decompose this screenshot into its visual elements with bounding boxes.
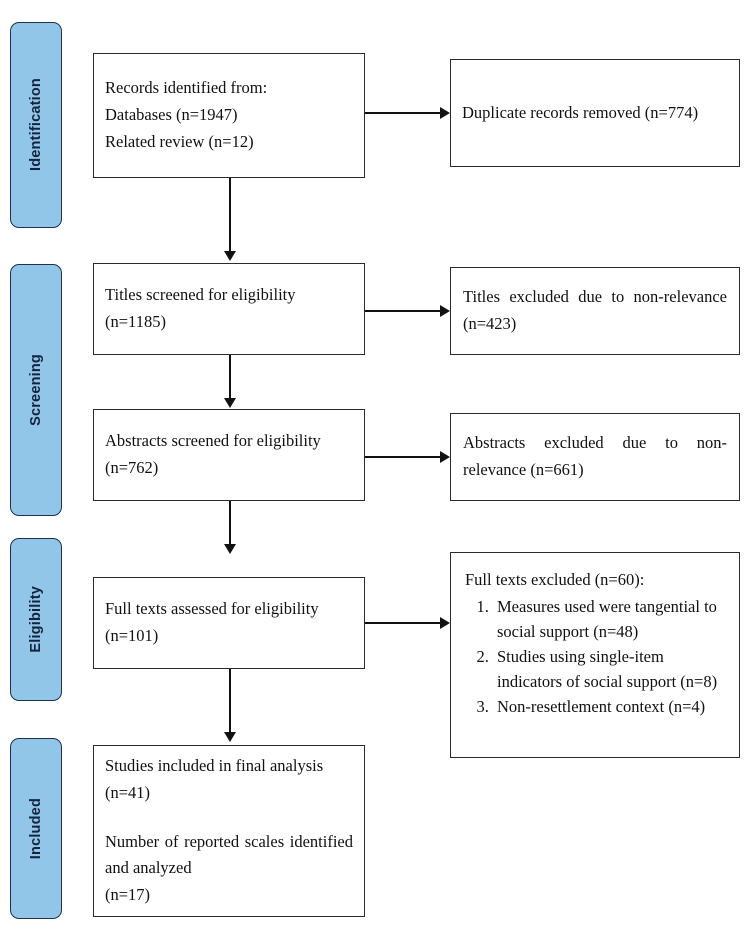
fulltexts-excluded-reason-3: Non-resettlement context (n=4) xyxy=(493,694,727,719)
box-abstracts-screened: Abstracts screened for eligibility (n=76… xyxy=(93,409,365,501)
box-fulltexts-excluded: Full texts excluded (n=60): Measures use… xyxy=(450,552,740,758)
abstracts-screened-line-2: (n=762) xyxy=(105,458,159,477)
box-studies-included: Studies included in final analysis (n=41… xyxy=(93,745,365,917)
studies-included-line-3: Number of reported scales identified and… xyxy=(105,831,353,878)
arrowhead-fulltexts-to-included xyxy=(223,732,236,742)
box-records-identified: Records identified from: Databases (n=19… xyxy=(93,53,365,178)
duplicates-removed-line-1: Duplicate records removed (n=774) xyxy=(462,102,699,122)
box-duplicates-removed: Duplicate records removed (n=774) xyxy=(450,59,740,167)
fulltexts-excluded-reason-2: Studies using single-item indicators of … xyxy=(493,644,727,694)
phase-tab-eligibility: Eligibility xyxy=(10,538,62,701)
titles-screened-line-2: (n=1185) xyxy=(105,312,166,331)
box-fulltexts-assessed: Full texts assessed for eligibility (n=1… xyxy=(93,577,365,669)
arrowhead-fulltexts-to-excluded xyxy=(440,617,450,629)
connector-records-to-duplicates xyxy=(365,112,440,114)
phase-label-eligibility: Eligibility xyxy=(28,586,44,653)
titles-excluded-text: Titles excluded due to non-relevance (n=… xyxy=(463,287,727,333)
arrowhead-titles-to-excluded xyxy=(440,305,450,317)
arrowhead-abstracts-to-excluded xyxy=(440,451,450,463)
studies-included-spacer xyxy=(94,807,364,829)
records-identified-line-2: Databases (n=1947) xyxy=(105,105,238,125)
connector-records-to-titles xyxy=(229,178,231,252)
connector-titles-to-abstracts xyxy=(229,355,231,399)
fulltexts-excluded-heading: Full texts excluded (n=60): xyxy=(465,570,645,589)
connector-fulltexts-to-excluded xyxy=(365,622,440,624)
titles-screened-line-1: Titles screened for eligibility xyxy=(105,285,296,305)
fulltexts-excluded-reason-1: Measures used were tangential to social … xyxy=(493,594,727,644)
phase-tab-included: Included xyxy=(10,738,62,919)
connector-fulltexts-to-included xyxy=(229,669,231,733)
connector-abstracts-to-fulltexts xyxy=(229,501,231,545)
connector-titles-to-excluded xyxy=(365,310,440,312)
abstracts-screened-line-1: Abstracts screened for eligibility xyxy=(105,431,321,451)
phase-tab-screening: Screening xyxy=(10,264,62,516)
arrowhead-records-to-duplicates xyxy=(440,107,450,119)
fulltexts-assessed-line-1: Full texts assessed for eligibility xyxy=(105,599,319,619)
arrowhead-titles-to-abstracts xyxy=(223,398,236,408)
studies-included-line-4: (n=17) xyxy=(105,885,151,905)
records-identified-line-1: Records identified from: xyxy=(105,78,268,98)
fulltexts-assessed-line-2: (n=101) xyxy=(105,626,159,645)
studies-included-line-2: (n=41) xyxy=(105,782,151,802)
arrowhead-abstracts-to-fulltexts xyxy=(223,544,236,554)
box-abstracts-excluded: Abstracts excluded due to non-relevance … xyxy=(450,413,740,501)
phase-label-identification: Identification xyxy=(28,78,44,172)
studies-included-line-1: Studies included in final analysis xyxy=(105,756,324,776)
phase-label-screening: Screening xyxy=(28,354,44,426)
fulltexts-excluded-list: Measures used were tangential to social … xyxy=(451,594,739,719)
arrowhead-records-to-titles xyxy=(223,251,236,261)
box-titles-excluded: Titles excluded due to non-relevance (n=… xyxy=(450,267,740,355)
abstracts-excluded-text: Abstracts excluded due to non-relevance … xyxy=(463,433,727,479)
records-identified-line-3: Related review (n=12) xyxy=(105,131,254,151)
connector-abstracts-to-excluded xyxy=(365,456,440,458)
phase-tab-identification: Identification xyxy=(10,22,62,228)
phase-label-included: Included xyxy=(28,797,44,860)
box-titles-screened: Titles screened for eligibility (n=1185) xyxy=(93,263,365,355)
